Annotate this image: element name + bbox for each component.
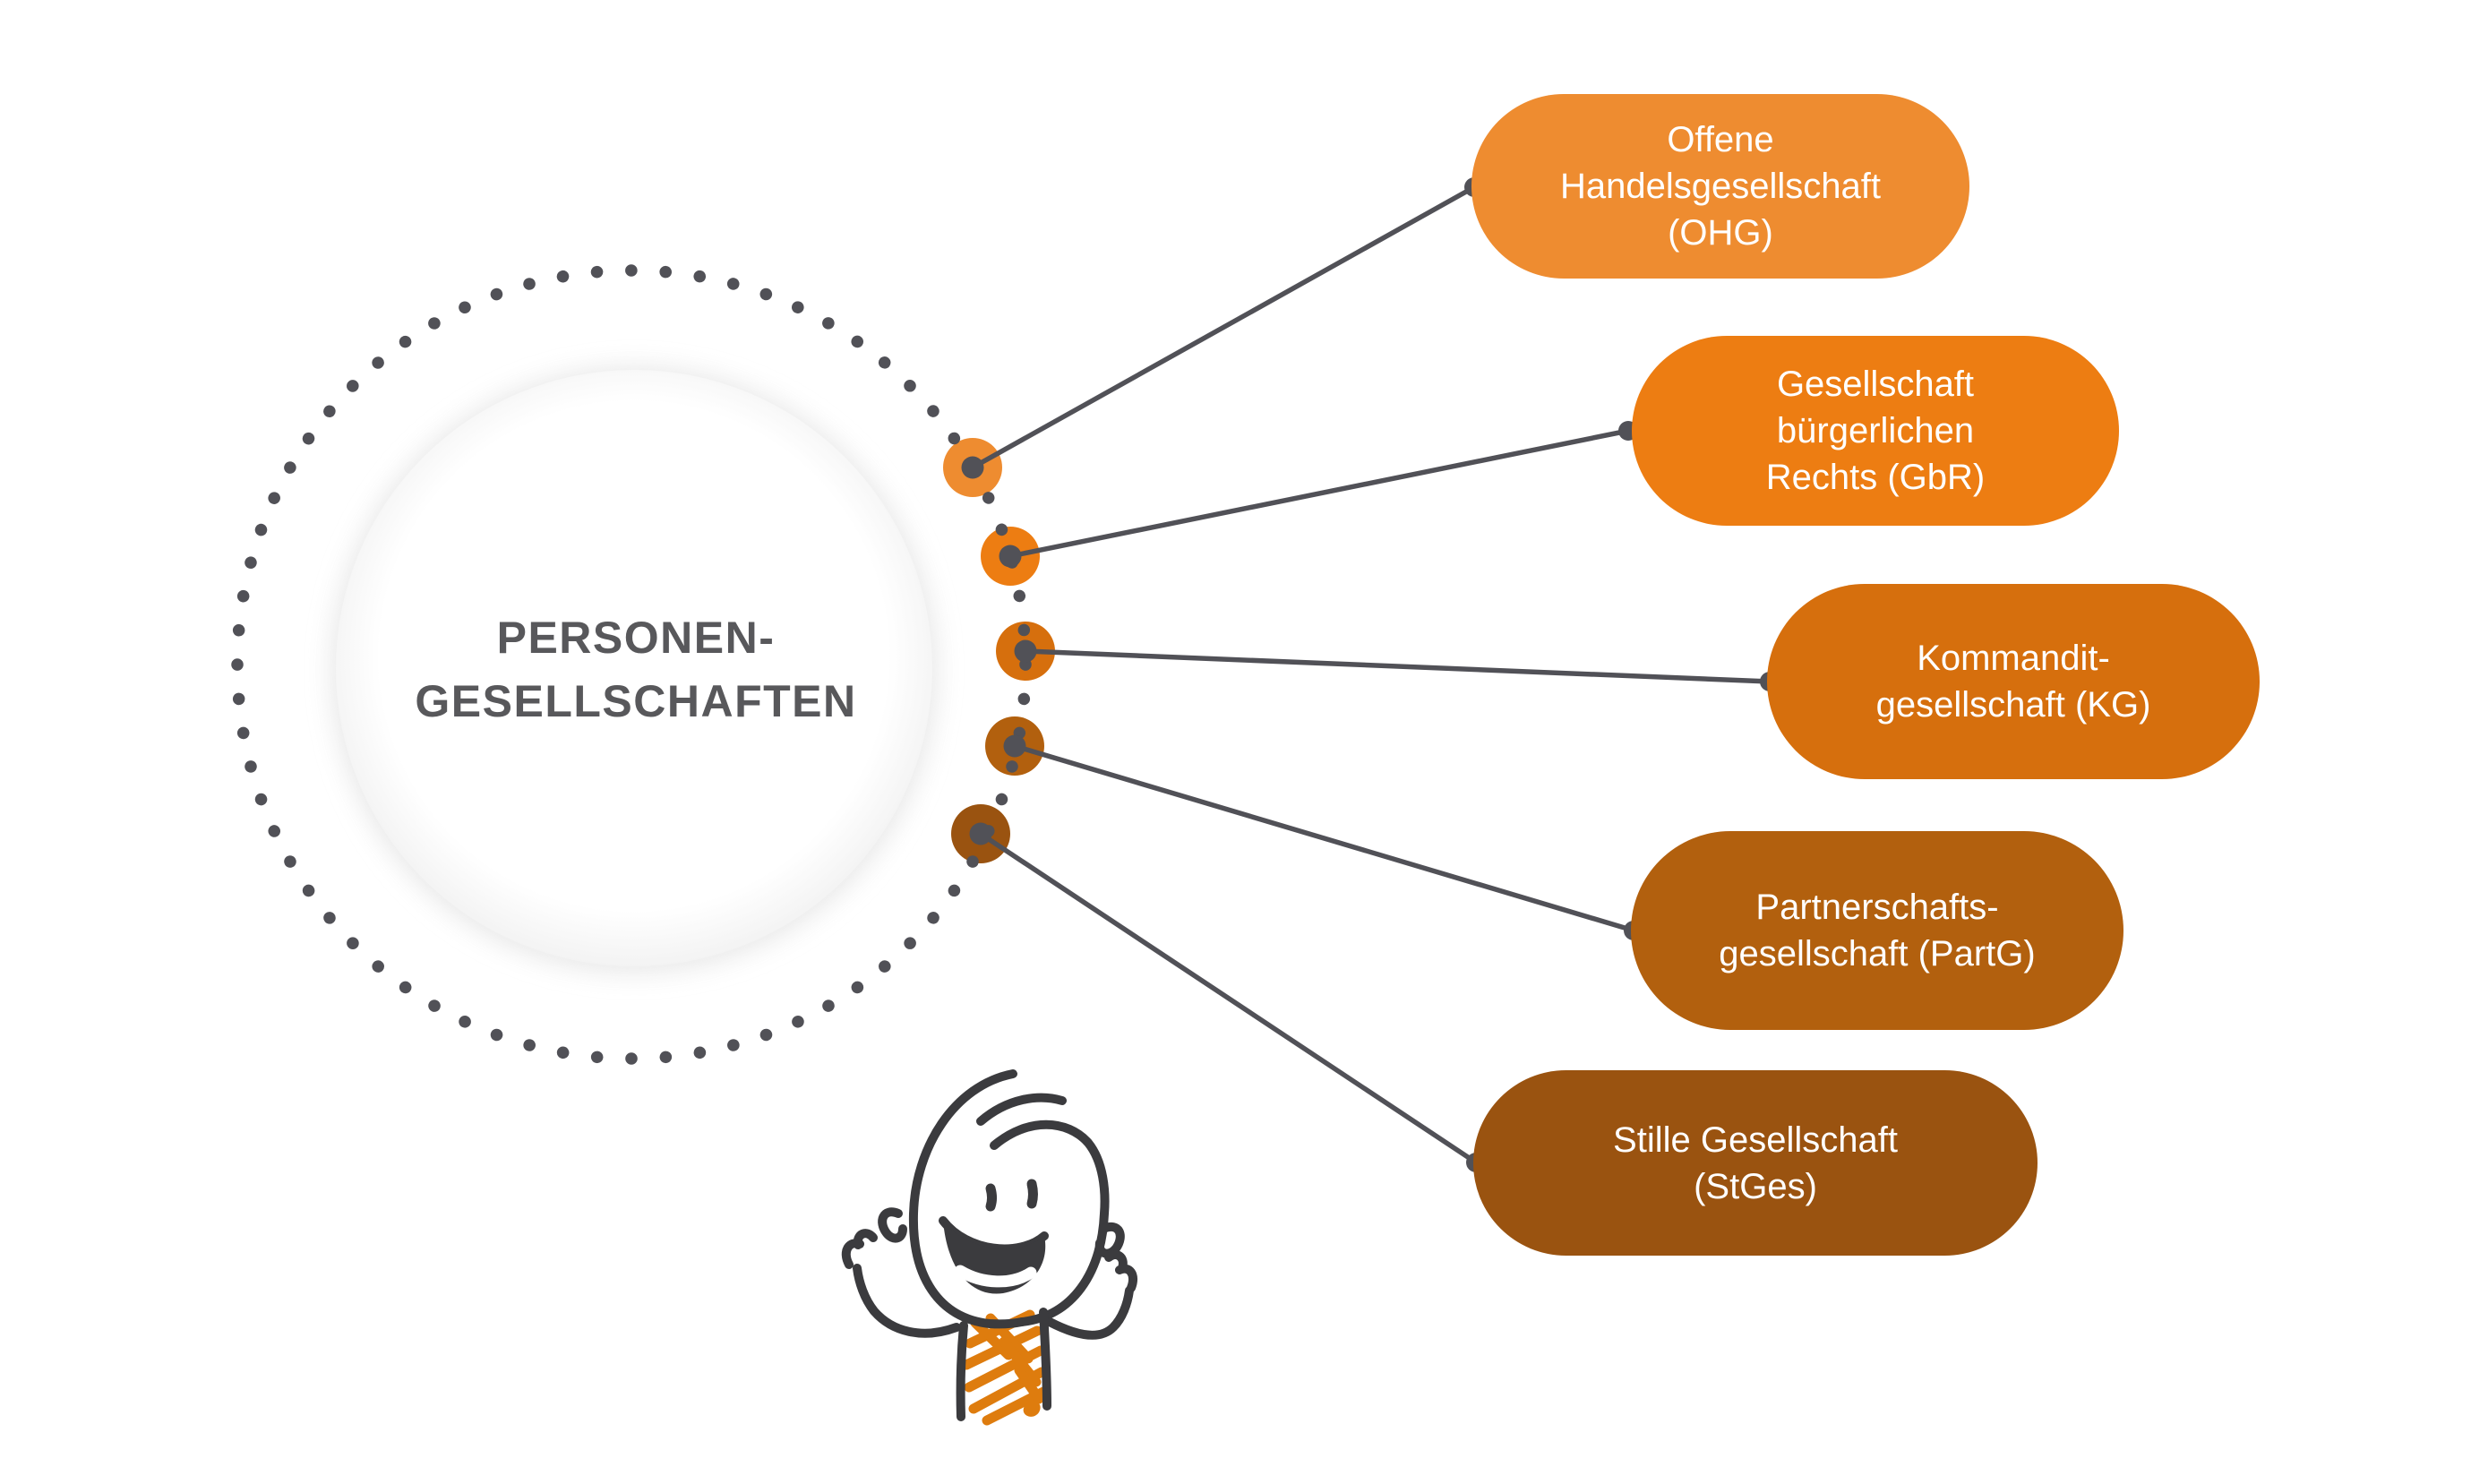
anchor-center-dot — [999, 545, 1022, 568]
figure-hand-left — [841, 1229, 878, 1269]
dotted-ring — [231, 264, 1032, 1065]
figure-teeth-highlight — [954, 1265, 1037, 1288]
figure-arm-right — [1045, 1286, 1134, 1340]
inner-circle — [336, 370, 932, 966]
anchor-center-dot — [961, 456, 984, 479]
figure-eye-right — [1026, 1179, 1038, 1209]
figure-scribble-stroke — [999, 1336, 1042, 1387]
figure-ear-left — [878, 1207, 907, 1243]
connector-lines — [971, 184, 1771, 1165]
connector-line-stges — [979, 831, 1478, 1165]
figure-ear-right — [1094, 1222, 1125, 1258]
figure-hair-swoosh — [976, 1093, 1067, 1126]
figure-scribble-blob — [1023, 1401, 1041, 1417]
figure-head-left-outline — [908, 1069, 1026, 1329]
figure-head-right-outline — [990, 1119, 1110, 1326]
connector-line-ohg — [971, 184, 1476, 470]
anchor-center-dot — [1003, 734, 1026, 758]
anchor-center-dot — [1014, 639, 1037, 663]
connector-line-partg — [1014, 743, 1634, 933]
figure-torso-right — [1039, 1308, 1051, 1411]
figure-arm-left — [853, 1264, 961, 1338]
node-pill-kg: Kommandit- gesellschaft (KG) — [1767, 584, 2260, 779]
figure-torso-left — [956, 1321, 968, 1421]
diagram-title: PERSONEN- GESELLSCHAFTEN — [415, 613, 857, 726]
node-pill-stges: Stille Gesellschaft (StGes) — [1473, 1070, 2038, 1256]
connector-line-kg — [1025, 648, 1771, 684]
figure-hand-right — [1104, 1250, 1138, 1292]
figure-scribble-stroke — [970, 1317, 1014, 1360]
node-pill-partg: Partnerschafts- gesellschaft (PartG) — [1631, 831, 2123, 1030]
figure-eye-left — [985, 1183, 997, 1212]
connector-line-gbr — [1009, 428, 1629, 559]
anchor-center-dot — [969, 822, 992, 845]
node-pill-ohg: Offene Handelsgesellschaft (OHG) — [1471, 94, 1969, 279]
stick-figure-illustration — [841, 1069, 1138, 1426]
figure-scribble-stroke — [1014, 1365, 1044, 1404]
figure-ink — [841, 1069, 1138, 1421]
node-pill-gbr: Gesellschaft bürgerlichen Rechts (GbR) — [1632, 336, 2119, 526]
